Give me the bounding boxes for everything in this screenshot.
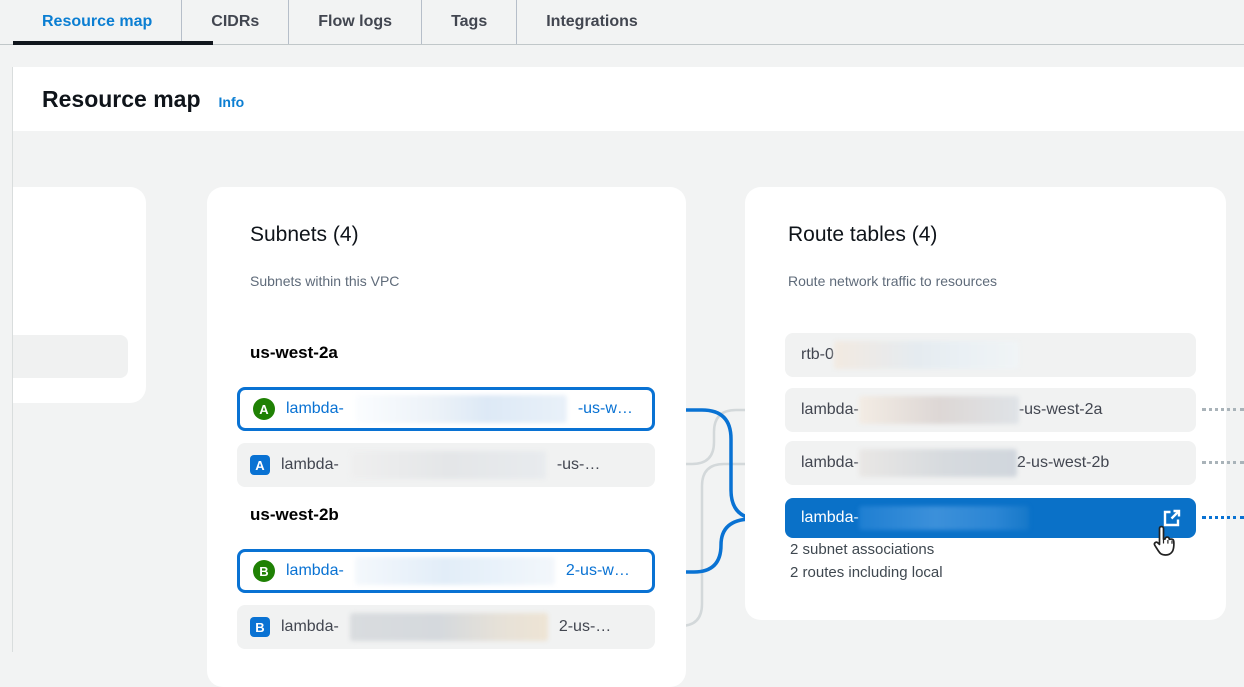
route-table-name-suffix: 2-us-west-2b — [1016, 454, 1110, 471]
redacted-text — [349, 613, 548, 641]
route-tables-card: Route tables (4) Route network traffic t… — [745, 187, 1226, 620]
external-link-icon[interactable] — [1162, 508, 1182, 528]
redacted-text — [833, 341, 1019, 369]
az-a-square-badge: A — [250, 455, 270, 475]
subnet-name-suffix: -us-w… — [577, 400, 633, 417]
tab-tags[interactable]: Tags — [421, 0, 516, 44]
panel-left-border — [12, 67, 13, 652]
redacted-text — [354, 395, 567, 423]
subnets-card: Subnets (4) Subnets within this VPC us-w… — [207, 187, 686, 687]
dotted-connector-us-west-2b — [1202, 461, 1244, 464]
active-tab-underline — [13, 41, 213, 45]
subnet-row-private-a[interactable]: A lambda- -us-… — [237, 443, 655, 487]
vpc-item-row[interactable] — [13, 335, 128, 378]
route-table-name-prefix: lambda- — [801, 509, 859, 526]
page-title: Resource map — [42, 86, 201, 112]
subnet-name-prefix: lambda- — [281, 456, 339, 473]
route-tables-card-title: Route tables (4) — [788, 223, 938, 246]
tabbar-divider — [0, 44, 1244, 45]
subnet-row-private-b[interactable]: B lambda- 2-us-… — [237, 605, 655, 649]
route-table-name-prefix: lambda- — [801, 401, 859, 418]
tab-integrations[interactable]: Integrations — [516, 0, 667, 44]
az-b-circle-badge: B — [253, 560, 275, 582]
subnet-name-prefix: lambda- — [286, 400, 344, 417]
tab-cidrs[interactable]: CIDRs — [181, 0, 288, 44]
dotted-connector-us-west-2a — [1202, 408, 1244, 411]
az-label-us-west-2a: us-west-2a — [250, 343, 338, 362]
subnet-name-prefix: lambda- — [281, 618, 339, 635]
dotted-connector-selected — [1202, 516, 1244, 519]
route-table-row-us-west-2b[interactable]: lambda- 2-us-west-2b — [785, 441, 1196, 485]
subnet-name-suffix: 2-us-… — [558, 618, 612, 635]
route-table-row-main[interactable]: rtb-0 — [785, 333, 1196, 377]
vpc-card — [13, 187, 146, 403]
route-table-name-prefix: rtb-0 — [801, 346, 834, 363]
route-table-name-prefix: lambda- — [801, 454, 859, 471]
redacted-text — [354, 557, 555, 585]
az-a-circle-badge: A — [253, 398, 275, 420]
route-table-row-us-west-2a[interactable]: lambda- -us-west-2a — [785, 388, 1196, 432]
subnet-name-prefix: lambda- — [286, 562, 344, 579]
redacted-text — [858, 506, 1029, 530]
info-link[interactable]: Info — [218, 94, 245, 110]
tab-flow-logs[interactable]: Flow logs — [288, 0, 421, 44]
redacted-text — [858, 396, 1019, 424]
selected-route-detail-routes: 2 routes including local — [790, 564, 943, 581]
tab-bar: Resource map CIDRs Flow logs Tags Integr… — [0, 0, 1244, 45]
route-tables-card-description: Route network traffic to resources — [788, 273, 998, 289]
redacted-text — [349, 451, 546, 479]
selected-route-detail-associations: 2 subnet associations — [790, 541, 935, 558]
az-b-square-badge: B — [250, 617, 270, 637]
subnets-card-description: Subnets within this VPC — [250, 273, 400, 289]
redacted-text — [858, 449, 1017, 477]
az-label-us-west-2b: us-west-2b — [250, 505, 339, 524]
route-table-row-selected[interactable]: lambda- — [785, 498, 1196, 538]
subnet-row-public-a[interactable]: A lambda- -us-w… — [237, 387, 655, 431]
subnet-name-suffix: -us-… — [556, 456, 601, 473]
tab-resource-map[interactable]: Resource map — [42, 13, 153, 30]
route-table-name-suffix: -us-west-2a — [1018, 401, 1103, 418]
subnets-card-title: Subnets (4) — [250, 223, 359, 246]
page-header: Resource map Info — [13, 67, 1244, 131]
subnet-row-public-b[interactable]: B lambda- 2-us-w… — [237, 549, 655, 593]
subnet-name-suffix: 2-us-w… — [565, 562, 630, 579]
